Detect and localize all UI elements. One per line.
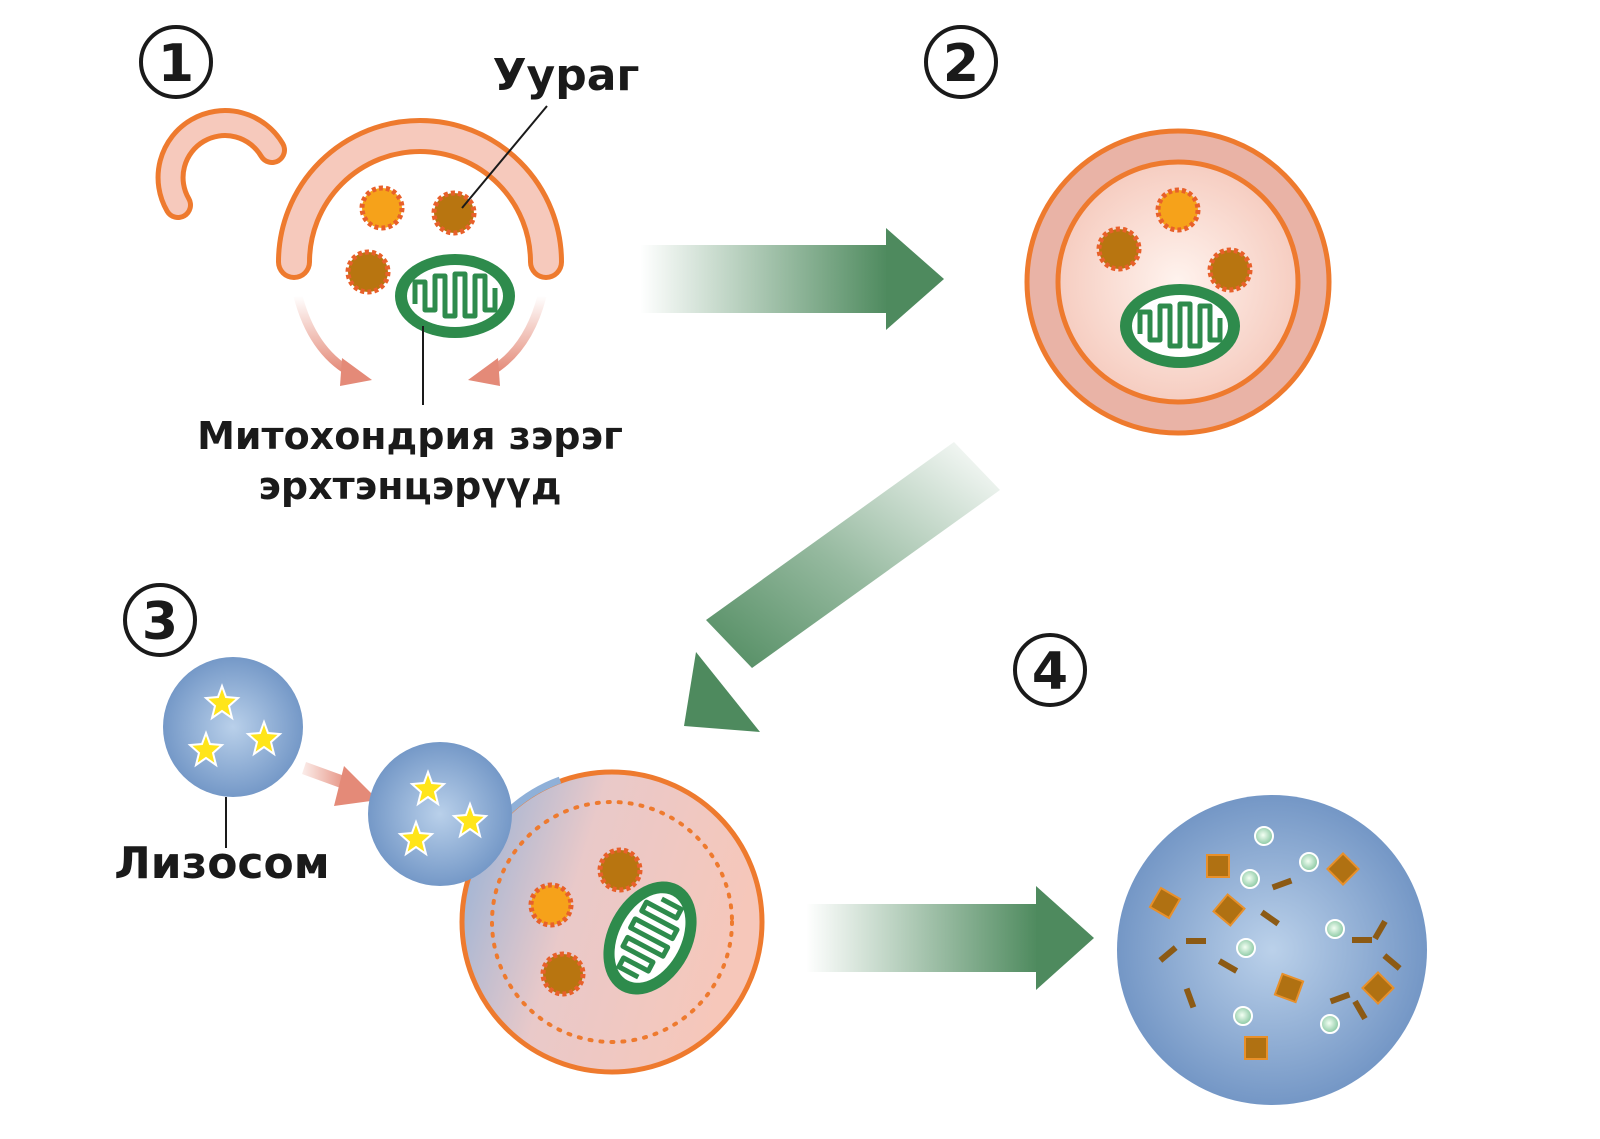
- step-3-fusion: [163, 657, 765, 1075]
- protein-brown: [543, 954, 583, 994]
- lysosome: [163, 657, 303, 797]
- amino-acid-dots: [1233, 826, 1345, 1034]
- autolysosome: [368, 742, 765, 1075]
- lysosome-label: Лизосом: [114, 838, 329, 889]
- protein-brown: [1210, 250, 1250, 290]
- arrow-step1-to-step2: [640, 228, 944, 330]
- step-4-badge: 4: [1013, 633, 1087, 707]
- step-4-number: 4: [1032, 642, 1068, 702]
- step-1-number: 1: [158, 34, 194, 94]
- peptide-bars: [1158, 877, 1402, 1021]
- step-4-degradation: [1117, 795, 1427, 1105]
- protein-orange: [1158, 190, 1198, 230]
- closing-arrow-right: [468, 294, 547, 386]
- mitochondrion-icon: [395, 254, 515, 338]
- protein-brown: [600, 850, 640, 890]
- step-2-badge: 2: [924, 25, 998, 99]
- protein-brown: [434, 193, 474, 233]
- closing-arrow-left: [293, 294, 372, 386]
- step-3-badge: 3: [123, 583, 197, 657]
- degraded-fragments: [1148, 852, 1395, 1060]
- arrow-step2-to-step3: [684, 442, 1000, 732]
- arrow-step3-to-step4: [806, 886, 1094, 990]
- organelles-label-line2: эрхтэнцэрүүд: [258, 464, 561, 508]
- protein-label: Уураг: [493, 50, 640, 101]
- step-1-isolation-membrane: [155, 105, 564, 405]
- protein-orange: [362, 188, 402, 228]
- protein-leader-line: [461, 105, 548, 209]
- lysosome-move-arrow: [302, 762, 378, 806]
- step-2-autophagosome: [1024, 128, 1332, 436]
- protein-brown: [348, 252, 388, 292]
- step-1-badge: 1: [139, 25, 213, 99]
- mitochondrion-icon: [1120, 284, 1240, 368]
- step-2-number: 2: [943, 34, 979, 94]
- protein-orange: [531, 885, 571, 925]
- protein-brown: [1099, 229, 1139, 269]
- organelles-label-line1: Митохондрия зэрэг: [197, 414, 623, 458]
- step-3-number: 3: [142, 592, 178, 652]
